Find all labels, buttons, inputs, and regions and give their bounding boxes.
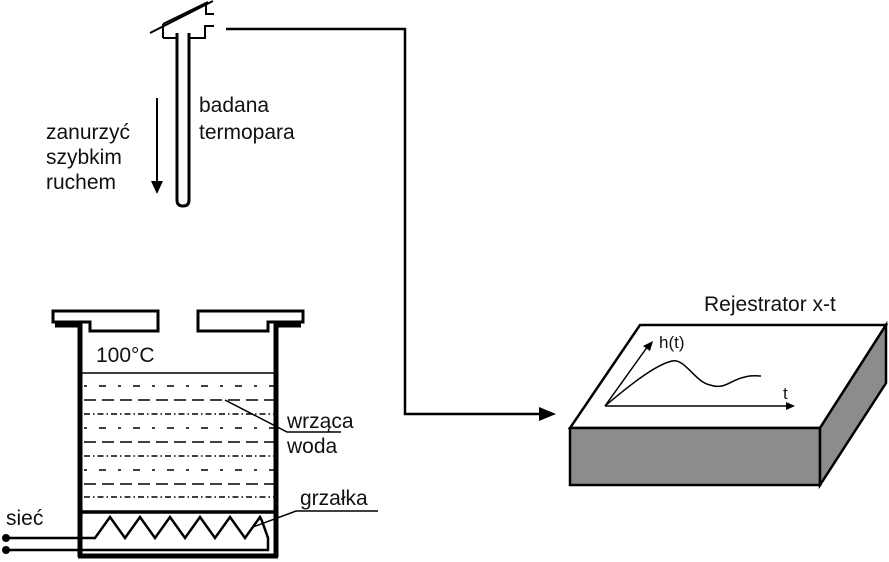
plot-x-axis-arrow <box>786 402 795 410</box>
thermocouple-head <box>149 0 214 39</box>
heater-leader <box>252 510 378 528</box>
recorder-side <box>818 320 888 490</box>
mains-label: sieć <box>6 507 43 530</box>
signal-wire-arrowhead <box>539 407 556 421</box>
immerse-label-line2: szybkim <box>46 146 122 169</box>
heater-coil <box>5 514 270 552</box>
immerse-label-line3: ruchem <box>46 171 116 194</box>
mains-terminal-1 <box>2 534 10 542</box>
mains-terminal-2 <box>2 546 10 554</box>
water-leader <box>224 399 341 433</box>
plot-y-axis <box>604 345 649 407</box>
water-lines <box>84 385 274 498</box>
water-label-line2: woda <box>286 435 338 458</box>
plot-x-axis-label: t <box>783 384 788 403</box>
immerse-label-line1: zanurzyć <box>46 121 130 144</box>
vessel-left-wall <box>55 322 83 557</box>
signal-wire <box>226 27 556 421</box>
immerse-arrow <box>151 98 163 194</box>
thermocouple <box>149 0 214 208</box>
plot-y-axis-label: h(t) <box>659 333 685 352</box>
plot-y-axis-arrow <box>643 341 653 351</box>
thermocouple-probe <box>175 33 191 208</box>
water-label-line1: wrząca <box>286 410 354 433</box>
lid-right <box>196 309 305 333</box>
lid-left <box>51 309 160 333</box>
recorder: Rejestrator x-t h(t) t <box>567 293 889 490</box>
recorder-plot: h(t) t <box>604 333 795 410</box>
recorder-label: Rejestrator x-t <box>704 293 836 316</box>
plot-curve <box>604 360 762 407</box>
heater-label: grzałka <box>300 487 368 510</box>
vessel-right-wall <box>273 322 301 557</box>
vessel <box>5 309 305 559</box>
thermocouple-label-line1: badana <box>199 94 269 117</box>
temperature-label: 100°C <box>96 344 155 367</box>
recorder-front <box>568 426 822 487</box>
thermocouple-label-line2: termopara <box>199 121 295 144</box>
